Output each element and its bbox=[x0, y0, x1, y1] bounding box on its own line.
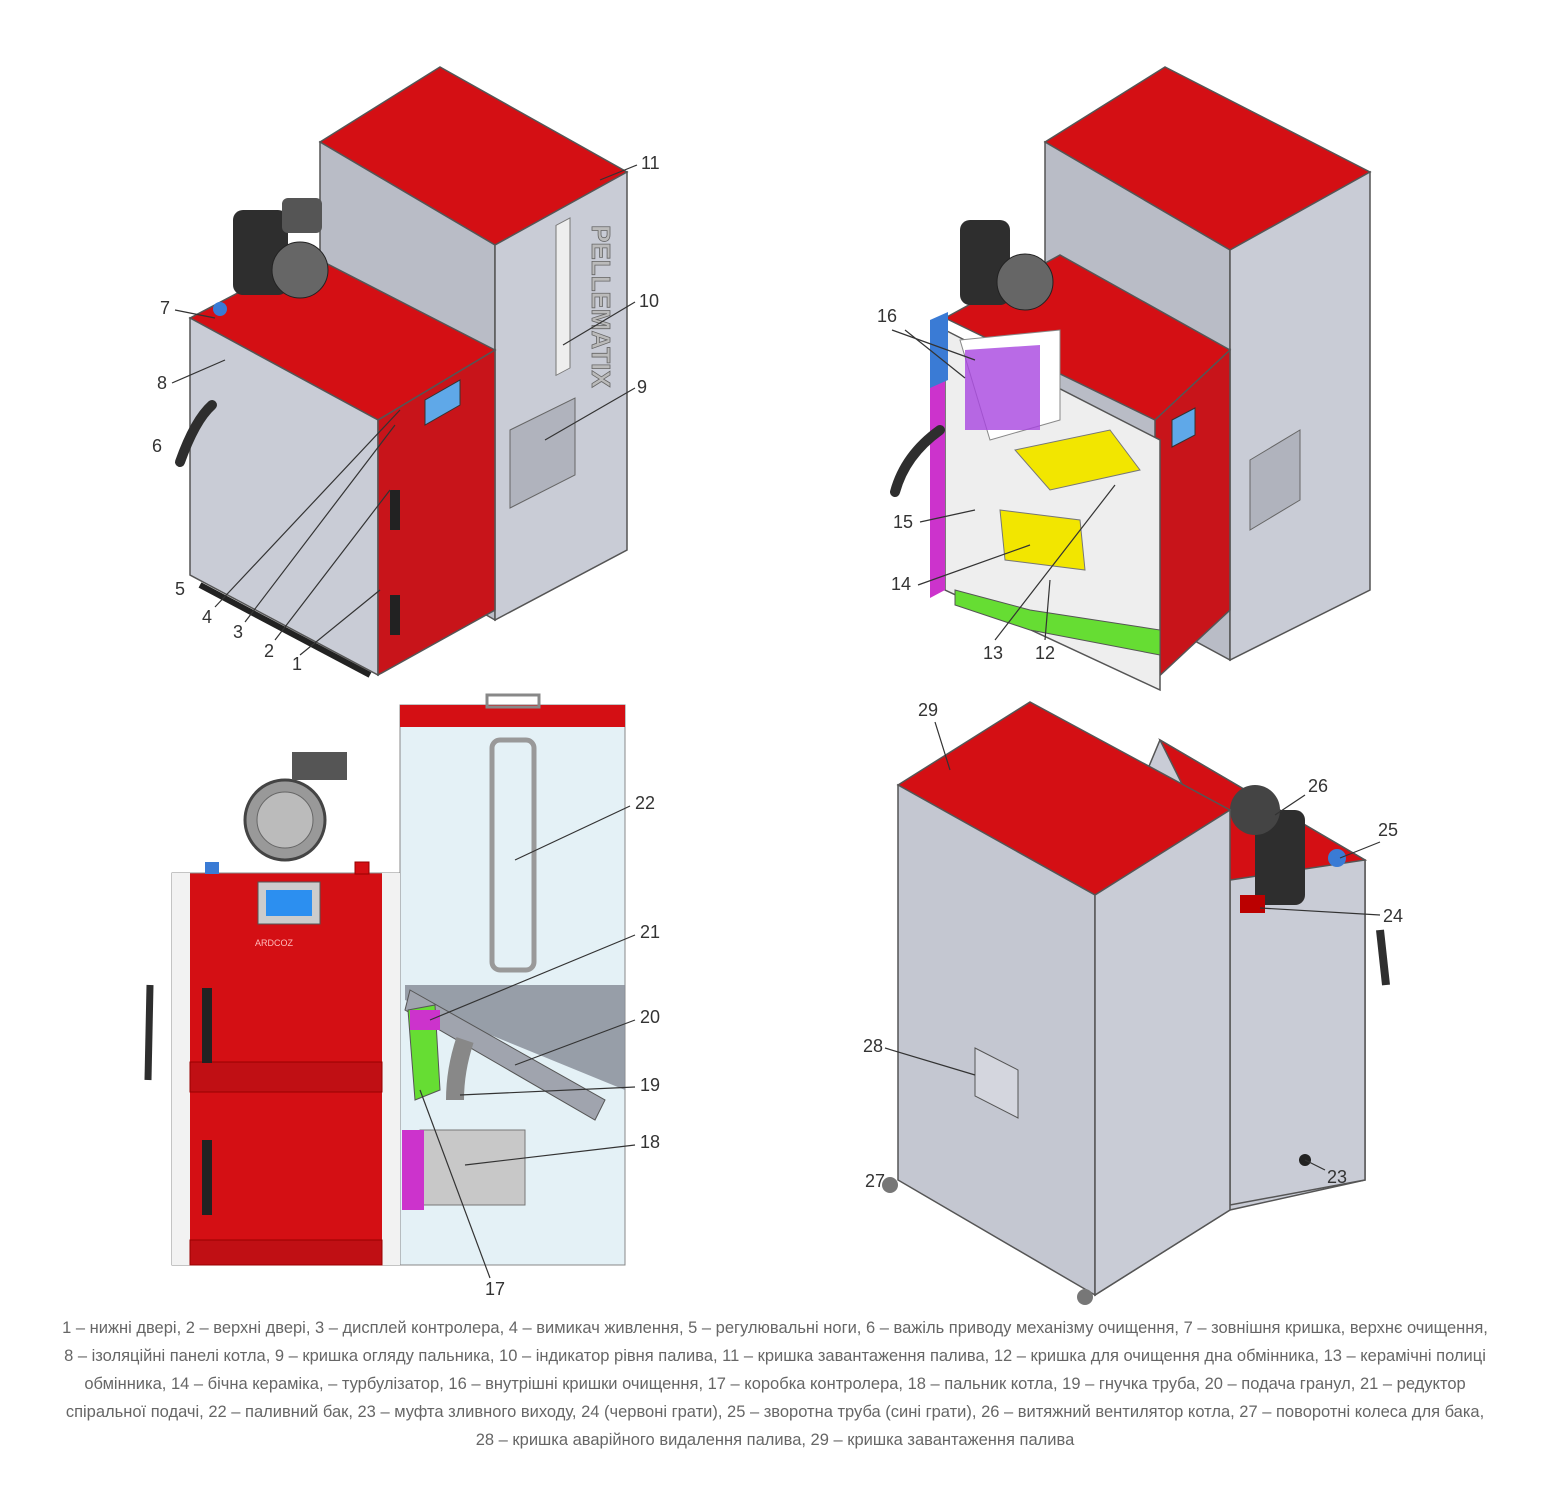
svg-text:9: 9 bbox=[637, 377, 647, 397]
lower-door-handle bbox=[390, 595, 400, 635]
svg-text:27: 27 bbox=[865, 1171, 885, 1191]
burner-inspection-cover bbox=[1249, 429, 1301, 531]
tank-right-face bbox=[1229, 170, 1371, 662]
svg-text:6: 6 bbox=[152, 436, 162, 456]
svg-text:7: 7 bbox=[160, 298, 170, 318]
svg-text:15: 15 bbox=[893, 512, 913, 532]
svg-text:25: 25 bbox=[1378, 820, 1398, 840]
controller-display bbox=[424, 379, 461, 426]
fuel-level-window bbox=[555, 217, 571, 377]
view-cutaway: 12 13 14 15 16 bbox=[877, 66, 1372, 692]
upper-door-handle bbox=[202, 988, 212, 1063]
svg-text:11: 11 bbox=[641, 153, 660, 173]
ceramic-shelf-bottom bbox=[954, 589, 1161, 656]
view3-labels: 17 18 19 20 21 22 bbox=[419, 793, 660, 1299]
svg-text:14: 14 bbox=[891, 574, 911, 594]
swivel-wheel bbox=[1077, 1289, 1093, 1305]
controller-display bbox=[266, 890, 312, 916]
svg-text:21: 21 bbox=[640, 922, 660, 942]
svg-text:20: 20 bbox=[640, 1007, 660, 1027]
adjustable-feet-base bbox=[198, 582, 372, 678]
supply-pipe bbox=[354, 861, 370, 875]
boiler-diagram: PELLEMATIX 1 2 3 4 5 6 7 8 9 10 11 bbox=[144, 66, 1403, 1305]
fan-outlet bbox=[271, 241, 329, 299]
tank-right-face bbox=[1094, 808, 1231, 1297]
exhaust-fan bbox=[1255, 810, 1305, 905]
boiler-frame-right bbox=[382, 873, 400, 1265]
fan-outlet bbox=[1230, 785, 1280, 835]
fan-outlet bbox=[292, 752, 347, 780]
outer-cover-open bbox=[930, 312, 948, 388]
svg-text:10: 10 bbox=[639, 291, 659, 311]
outer-cover-knob bbox=[213, 302, 227, 316]
svg-text:3: 3 bbox=[233, 622, 243, 642]
tank-lid-handle bbox=[485, 693, 541, 709]
fan-chimney bbox=[282, 198, 322, 233]
svg-text:4: 4 bbox=[202, 607, 212, 627]
svg-text:17: 17 bbox=[485, 1279, 505, 1299]
boiler-logo: ARDCOZ bbox=[255, 938, 294, 948]
figure-caption: 1 – нижні двері, 2 – верхні двері, 3 – д… bbox=[62, 1319, 1488, 1449]
inner-cleaning-covers bbox=[965, 345, 1040, 430]
svg-text:28: 28 bbox=[863, 1036, 883, 1056]
view2-labels: 12 13 14 15 16 bbox=[877, 306, 1116, 663]
svg-text:5: 5 bbox=[175, 579, 185, 599]
tank-hopper bbox=[405, 985, 625, 1090]
emergency-fuel-removal-cover bbox=[974, 1047, 1019, 1119]
view-front-isometric: PELLEMATIX 1 2 3 4 5 6 7 8 9 10 11 bbox=[152, 66, 660, 678]
svg-text:8: 8 bbox=[157, 373, 167, 393]
lower-door-handle bbox=[202, 1140, 212, 1215]
fan-outlet bbox=[996, 253, 1054, 311]
boiler-frame-left bbox=[172, 873, 190, 1265]
side-ceramic bbox=[999, 509, 1086, 571]
cleaning-lever bbox=[1376, 929, 1390, 986]
view1-labels: 1 2 3 4 5 6 7 8 9 10 11 bbox=[152, 153, 660, 674]
burner-flange bbox=[402, 1130, 424, 1210]
return-pipe bbox=[205, 862, 219, 874]
controller-display bbox=[1171, 407, 1196, 448]
auger-reducer bbox=[410, 1010, 440, 1030]
boiler-front bbox=[377, 348, 496, 677]
ceramic-shelf-upper bbox=[1014, 429, 1141, 491]
cleaning-lever bbox=[144, 984, 154, 1081]
return-pipe bbox=[1328, 849, 1346, 867]
boiler-burner bbox=[419, 1129, 526, 1206]
tank-logo: PELLEMATIX bbox=[586, 225, 616, 388]
svg-text:29: 29 bbox=[918, 700, 938, 720]
view-side-transparent: ARDCOZ 17 18 19 20 21 22 bbox=[144, 693, 660, 1299]
upper-door-handle bbox=[390, 490, 400, 530]
svg-text:18: 18 bbox=[640, 1132, 660, 1152]
view-rear-isometric: 23 24 25 26 27 28 29 bbox=[863, 700, 1403, 1305]
fuel-level-window bbox=[489, 737, 537, 973]
svg-text:22: 22 bbox=[635, 793, 655, 813]
flexible-pipe bbox=[446, 1037, 474, 1101]
svg-text:19: 19 bbox=[640, 1075, 660, 1095]
boiler-plinth bbox=[189, 1239, 383, 1266]
supply-pipe bbox=[1240, 895, 1265, 913]
view4-labels: 23 24 25 26 27 28 29 bbox=[863, 700, 1403, 1191]
svg-text:26: 26 bbox=[1308, 776, 1328, 796]
door-separator bbox=[189, 1061, 383, 1093]
svg-text:12: 12 bbox=[1035, 643, 1055, 663]
swivel-wheel bbox=[882, 1177, 898, 1193]
insulation-panel-open bbox=[930, 372, 945, 598]
svg-text:23: 23 bbox=[1327, 1167, 1347, 1187]
svg-text:16: 16 bbox=[877, 306, 897, 326]
svg-text:13: 13 bbox=[983, 643, 1003, 663]
pellet-feeder bbox=[404, 989, 606, 1121]
burner-inspection-cover bbox=[509, 397, 576, 509]
svg-text:1: 1 bbox=[292, 654, 302, 674]
fan-grille bbox=[256, 791, 314, 849]
cleaning-lever bbox=[890, 425, 945, 497]
cleaning-lever bbox=[175, 400, 217, 467]
svg-text:2: 2 bbox=[264, 641, 274, 661]
svg-text:24: 24 bbox=[1383, 906, 1403, 926]
tank-lid bbox=[400, 705, 625, 727]
